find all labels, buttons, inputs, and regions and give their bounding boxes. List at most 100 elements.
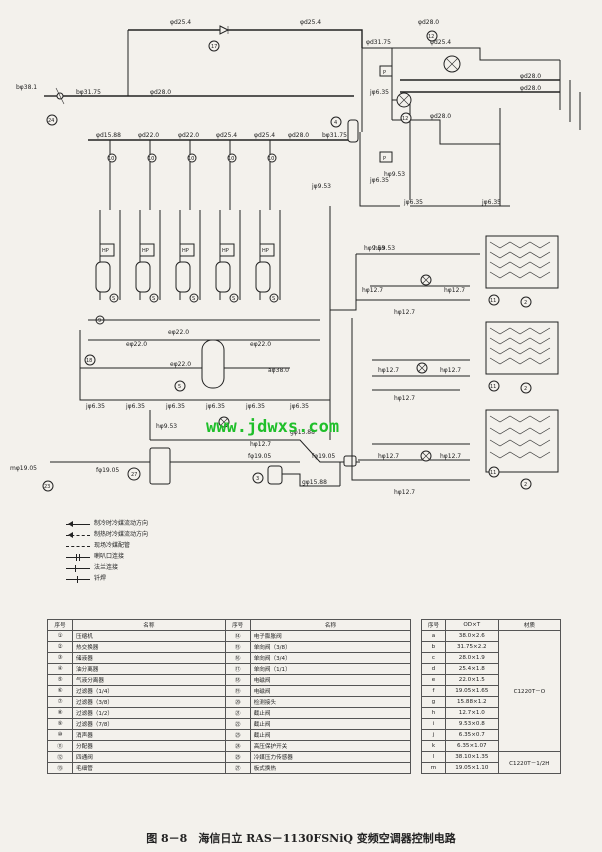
column-header: 名称 xyxy=(72,619,226,631)
pipe-size-cell: 19.05×1.65 xyxy=(444,685,499,697)
part-number-cell: ⑮ xyxy=(224,641,251,653)
pipe-label: φd15.88 xyxy=(96,132,121,139)
part-name-cell: 过滤器（1/2） xyxy=(72,707,226,719)
part-name-cell: 压缩机 xyxy=(72,630,226,642)
part-number-cell: ④ xyxy=(47,663,73,675)
pipe-label: φd25.4 xyxy=(300,19,321,26)
part-name-cell: 截止阀 xyxy=(249,707,412,719)
pipe-label: hφ9.53 xyxy=(374,245,395,252)
pipe-size-cell: 12.7×1.0 xyxy=(444,707,499,719)
svg-text:24: 24 xyxy=(48,118,54,124)
legend-text: 制冷时冷媒流动方向 xyxy=(94,520,149,527)
svg-text:27: 27 xyxy=(131,472,137,478)
pipe-labels: φd25.4 φd25.4 φd28.0 φd25.4 φd28.0 φd28.… xyxy=(10,19,541,496)
part-number-cell: ⑫ xyxy=(47,751,73,763)
stop-valve-24: 24 xyxy=(44,87,65,126)
pipe-size-cell: 6.35×0.7 xyxy=(444,729,499,741)
legend-text: 喇叭口连接 xyxy=(94,553,125,560)
part-name-cell: 单向阀（3/4） xyxy=(249,652,412,664)
pipe-label: φd28.0 xyxy=(288,132,309,139)
column-header: 序号 xyxy=(224,619,251,631)
pipe-label: φd25.4 xyxy=(430,39,451,46)
pipe-size-cell: 31.75×2.2 xyxy=(444,641,499,653)
svg-text:HP: HP xyxy=(222,248,229,254)
pipe-label: hφ12.7 xyxy=(250,441,271,448)
svg-text:12: 12 xyxy=(428,34,434,40)
pipe-label: φd25.4 xyxy=(216,132,237,139)
legend-item: 现场冷媒配管 xyxy=(66,540,148,551)
svg-text:S: S xyxy=(152,296,155,302)
solid-arrow-icon xyxy=(66,520,90,527)
pipe-code-cell: b xyxy=(421,641,446,653)
svg-text:2: 2 xyxy=(524,482,527,488)
part-number-cell: ⑤ xyxy=(47,674,73,686)
part-number-cell: ⑭ xyxy=(224,630,251,642)
pipe-label: eφ22.0 xyxy=(170,361,191,368)
figure-caption: 图 8－8 海信日立 RAS－1130FSNiQ 变频空调器控制电路 xyxy=(146,832,456,845)
pipe-size-cell: 28.0×1.9 xyxy=(444,652,499,664)
pipe-label: bφ31.75 xyxy=(76,89,101,96)
heat-exchanger: 2 11 xyxy=(485,235,559,308)
pipe-code-cell: f xyxy=(421,685,446,697)
part-number-cell: ㉕ xyxy=(224,751,251,763)
pipe-label: jφ6.35 xyxy=(403,199,423,206)
part-number-cell: ⑥ xyxy=(47,685,73,697)
pipe-label: hφ9.53 xyxy=(384,171,405,178)
legend-item: 制热时冷媒流动方向 xyxy=(66,529,148,540)
svg-text:9: 9 xyxy=(98,318,101,324)
pipe-label: gφ15.88 xyxy=(302,479,327,486)
pipe-label: hφ12.7 xyxy=(378,453,399,460)
svg-text:11: 11 xyxy=(490,470,496,476)
part-name-cell: 冷媒压力传感器 xyxy=(249,751,412,763)
pipe-label: bφ31.75 xyxy=(322,132,347,139)
pipe-label: hφ12.7 xyxy=(362,287,383,294)
svg-text:3: 3 xyxy=(256,476,259,482)
pipe-label: jφ6.35 xyxy=(85,403,105,410)
pipe-label: fφ19.05 xyxy=(96,467,119,474)
part-number-cell: ⑧ xyxy=(47,707,73,719)
dashed-arrow-icon xyxy=(66,531,90,538)
pipe-label: φd28.0 xyxy=(430,113,451,120)
pipe-label: jφ6.35 xyxy=(205,403,225,410)
svg-text:P: P xyxy=(383,156,386,162)
heat-exchanger: 2 11 xyxy=(485,409,559,490)
pipe-size-cell: 15.88×1.2 xyxy=(444,696,499,708)
part-number-cell: ① xyxy=(47,630,73,642)
compressor-unit: HP S 9 10 xyxy=(95,140,121,325)
part-name-cell: 过滤器（7/8） xyxy=(72,718,226,730)
part-name-cell: 油分离器 xyxy=(72,663,226,675)
pipe-label: jφ6.35 xyxy=(125,403,145,410)
part-number-cell: ㉒ xyxy=(224,718,251,730)
part-number-cell: ㉑ xyxy=(224,707,251,719)
pipe-code-cell: c xyxy=(421,652,446,664)
part-name-cell: 电磁阀 xyxy=(249,685,412,697)
part-name-cell: 过滤器（1/4） xyxy=(72,685,226,697)
svg-text:2: 2 xyxy=(524,386,527,392)
compressor-unit: HP S 10 xyxy=(175,140,201,303)
svg-text:18: 18 xyxy=(86,358,92,364)
part-name-cell: 电磁阀 xyxy=(249,674,412,686)
legend-item: 制冷时冷媒流动方向 xyxy=(66,518,148,529)
material-cell: C1220T－1/2H xyxy=(497,751,562,774)
table-header-row: 序号 名称 序号 名称 xyxy=(47,619,412,631)
pipe-size-cell: 25.4×1.8 xyxy=(444,663,499,675)
pipe-label: jφ6.35 xyxy=(245,403,265,410)
svg-text:10: 10 xyxy=(188,156,194,162)
legend-text: 现场冷媒配管 xyxy=(94,542,131,549)
pipe-label: hφ12.7 xyxy=(378,367,399,374)
part-name-cell: 消声器 xyxy=(72,729,226,741)
svg-text:2: 2 xyxy=(524,300,527,306)
part-number-cell: ⑩ xyxy=(47,729,73,741)
pipe-label: φd31.75 xyxy=(366,39,391,46)
svg-text:S: S xyxy=(232,296,235,302)
